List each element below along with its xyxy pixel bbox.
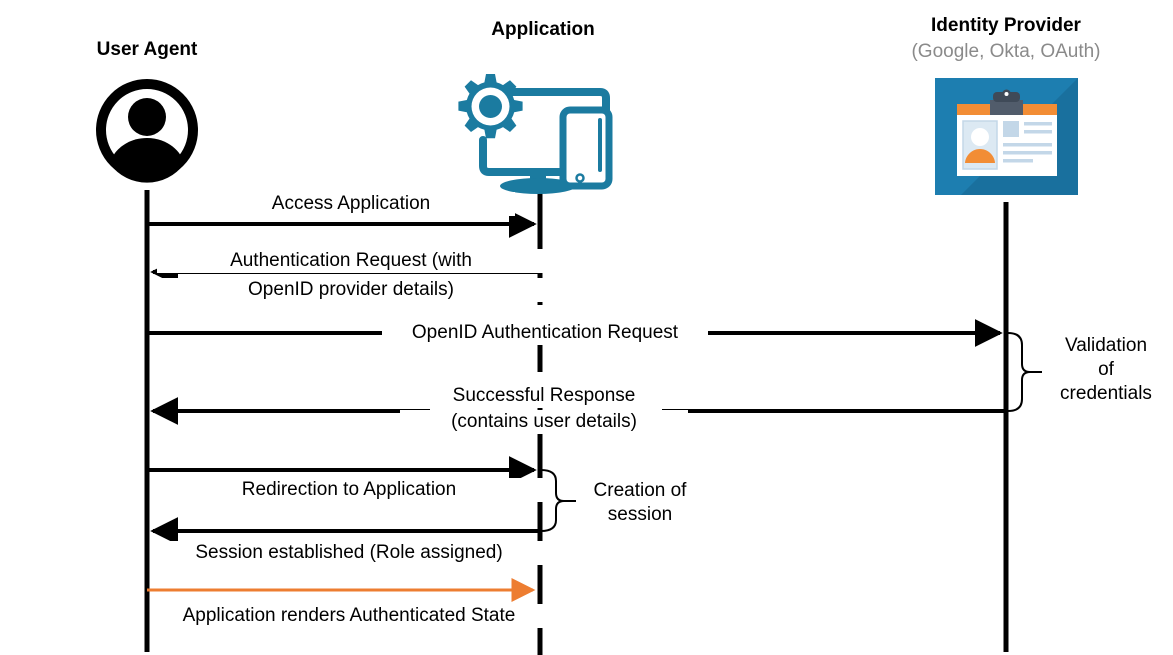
annotation-validation-line1: Validation (1064, 335, 1148, 356)
brace-annotations (540, 332, 1042, 532)
person-circle-icon (96, 79, 198, 183)
message-label-openid-authentication-request: OpenID Authentication Request (382, 321, 708, 345)
message-label-access-application: Access Application (187, 192, 515, 216)
message-label-redirection-to-application: Redirection to Application (155, 478, 543, 502)
annotation-creation-line2: session (607, 504, 673, 525)
annotation-validation-of-credentials: Validation of credentials (1043, 334, 1169, 406)
annotation-validation-line3: credentials (1060, 383, 1152, 404)
message-label-session-established: Session established (Role assigned) (155, 541, 543, 565)
message-label-authentication-request-line1: Authentication Request (with (157, 249, 545, 273)
annotation-validation-line2: of (1098, 359, 1114, 380)
participant-title-application: Application (491, 19, 595, 40)
participant-subtitle-identity-provider: (Google, Okta, OAuth) (911, 41, 1101, 62)
message-label-authentication-request-line2: OpenID provider details) (157, 278, 545, 302)
brace-creation-of-session (540, 469, 565, 532)
brace-validation-of-credentials (1007, 332, 1031, 412)
message-arrows (147, 210, 1006, 602)
message-label-successful-response-line2: (contains user details) (400, 410, 688, 434)
message-label-successful-response-line1: Successful Response (400, 384, 688, 408)
participant-title-user-agent: User Agent (96, 39, 198, 60)
id-badge-icon (935, 78, 1078, 195)
participant-title-identity-provider: Identity Provider (931, 15, 1081, 36)
annotation-creation-of-session: Creation of session (578, 479, 702, 527)
annotation-creation-line1: Creation of (593, 480, 687, 501)
message-label-application-renders-authenticated-state: Application renders Authenticated State (155, 604, 543, 628)
gear-monitor-mobile-icon (458, 74, 613, 194)
